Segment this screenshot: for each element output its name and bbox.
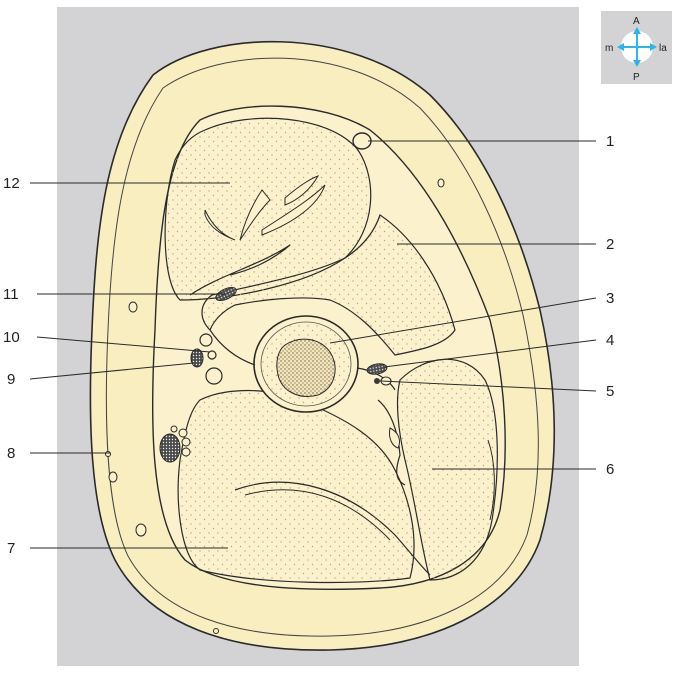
nerve-8 (160, 434, 180, 462)
label-2: 2 (606, 236, 614, 253)
subcutaneous-vessel (438, 179, 444, 187)
label-1: 1 (606, 133, 614, 150)
subcutaneous-vessel (109, 472, 117, 482)
label-11: 11 (3, 286, 19, 303)
vessel-9b (206, 368, 222, 384)
label-7: 7 (7, 540, 15, 557)
orientation-compass: A P m la (601, 11, 672, 84)
vessel-8a (179, 429, 187, 437)
label-4: 4 (606, 332, 614, 349)
vessel-8d (171, 426, 177, 432)
label-8: 8 (7, 445, 15, 462)
compass-label-posterior: P (633, 72, 640, 83)
label-5: 5 (606, 383, 614, 400)
label-3: 3 (606, 290, 614, 307)
subcutaneous-vessel (129, 302, 137, 312)
vessel-5 (374, 378, 380, 384)
subcutaneous-vessel (214, 629, 219, 634)
compass-label-anterior: A (633, 16, 640, 27)
compass-label-medial: m (605, 43, 613, 54)
label-12: 12 (3, 175, 20, 192)
vessel-8c (182, 448, 190, 456)
label-10: 10 (3, 329, 20, 346)
vessel-8b (182, 438, 190, 446)
label-9: 9 (7, 371, 15, 388)
label-6: 6 (606, 461, 614, 478)
subcutaneous-vessel (136, 524, 146, 536)
subcutaneous-vessel (106, 452, 111, 457)
compass-label-lateral: la (659, 43, 667, 54)
bone-marrow (277, 339, 335, 396)
vessel-9a (200, 334, 212, 346)
